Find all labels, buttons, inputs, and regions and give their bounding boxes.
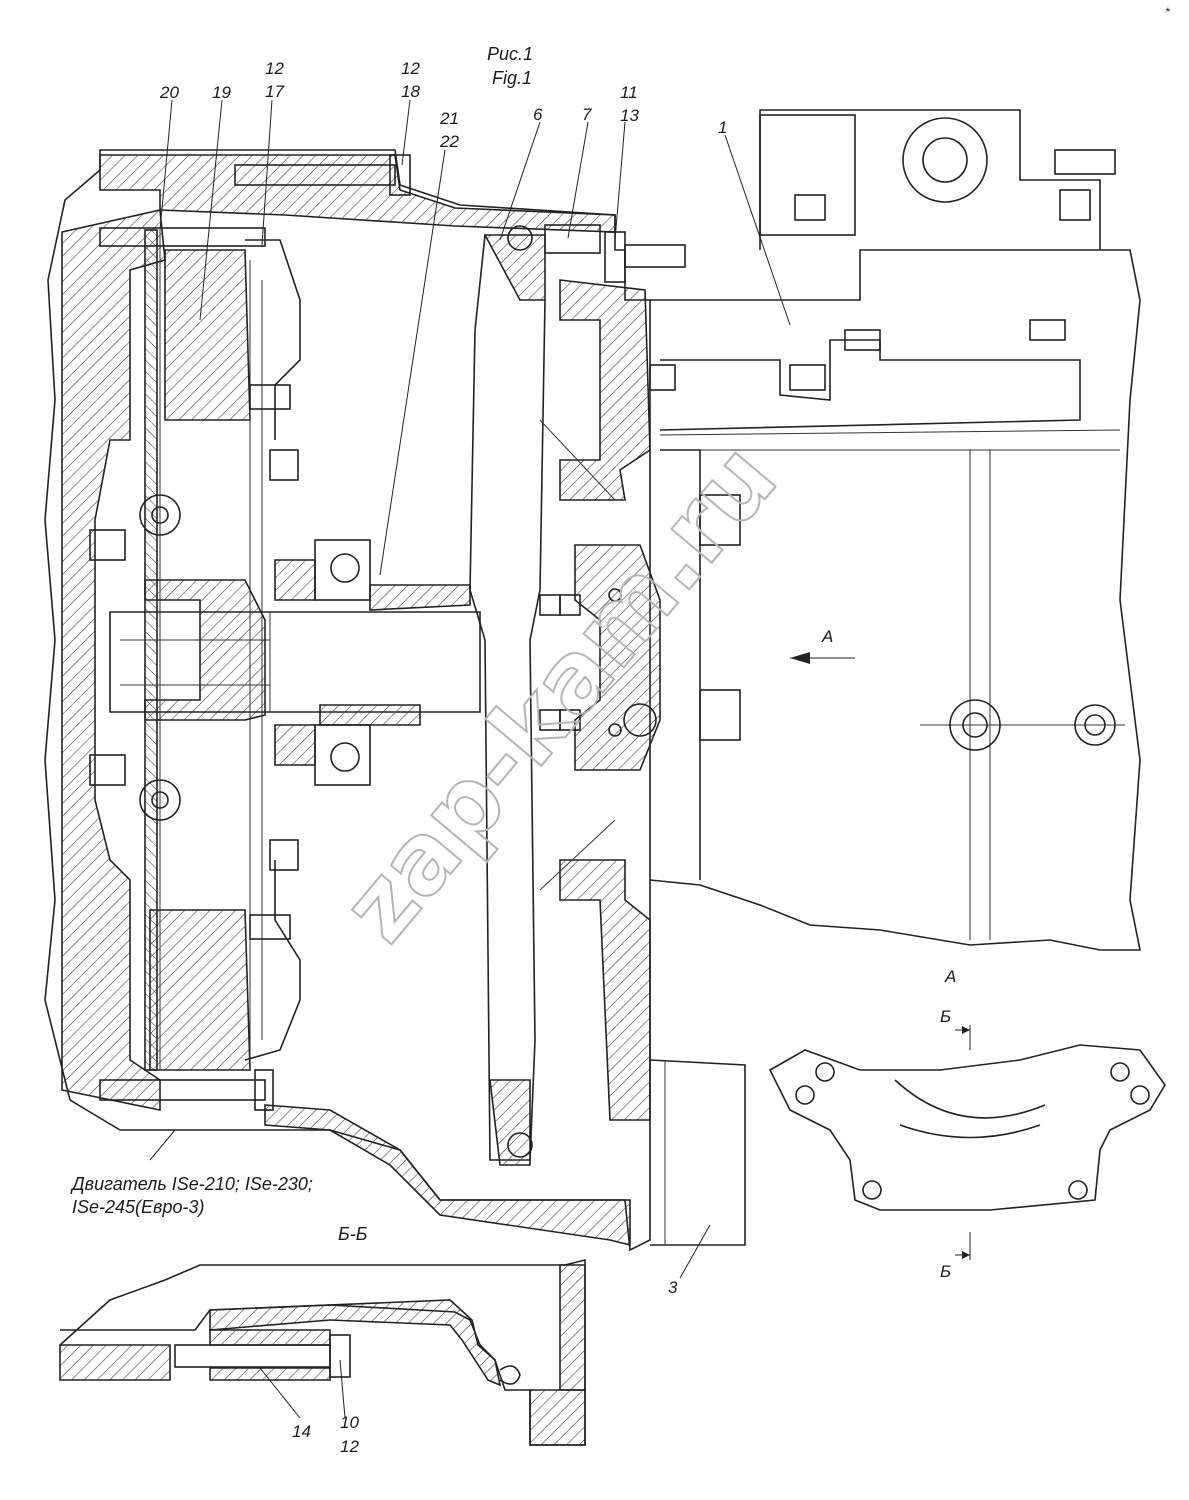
callout-12-bottom: 12 bbox=[340, 1437, 359, 1456]
section-mark-top: Б bbox=[940, 1007, 951, 1026]
labels: Рис.1 Fig.1 20 19 12 17 12 18 21 22 6 7 … bbox=[70, 5, 1170, 1456]
callout-22: 22 bbox=[439, 132, 459, 151]
view-a-arrow-label: А bbox=[821, 627, 833, 646]
callout-12-bolt: 12 bbox=[401, 59, 420, 78]
engine-caption-line2: ISe-245(Евро-3) bbox=[72, 1197, 204, 1217]
engine-caption-line1: Двигатель ISe-210; ISe-230; bbox=[70, 1174, 313, 1194]
corner-mark: * bbox=[1165, 5, 1170, 19]
callout-17: 17 bbox=[265, 82, 284, 101]
callout-10: 10 bbox=[340, 1413, 359, 1432]
view-a-title: А bbox=[944, 967, 956, 986]
callout-3: 3 bbox=[668, 1278, 678, 1297]
main-section-view bbox=[44, 149, 686, 1252]
section-b-b-view bbox=[59, 1258, 586, 1446]
gearbox-housing-view bbox=[649, 109, 1141, 951]
figure-title-en: Fig.1 bbox=[492, 68, 532, 88]
callout-1: 1 bbox=[718, 118, 727, 137]
flange-part-3 bbox=[649, 1059, 746, 1246]
figure-title-ru: Рис.1 bbox=[487, 44, 533, 64]
callout-6: 6 bbox=[533, 105, 543, 124]
view-a-bracket bbox=[768, 1025, 1166, 1260]
callout-14: 14 bbox=[292, 1422, 311, 1441]
section-b-b-title: Б-Б bbox=[338, 1224, 368, 1244]
callout-19: 19 bbox=[212, 83, 231, 102]
callout-20: 20 bbox=[159, 83, 179, 102]
callout-13: 13 bbox=[620, 106, 639, 125]
section-mark-bottom: Б bbox=[940, 1262, 951, 1281]
callout-18: 18 bbox=[401, 82, 420, 101]
callout-11: 11 bbox=[620, 83, 638, 102]
callout-7: 7 bbox=[582, 105, 592, 124]
leader-lines bbox=[149, 99, 791, 1419]
callout-12-top: 12 bbox=[265, 59, 284, 78]
callout-21: 21 bbox=[439, 109, 459, 128]
